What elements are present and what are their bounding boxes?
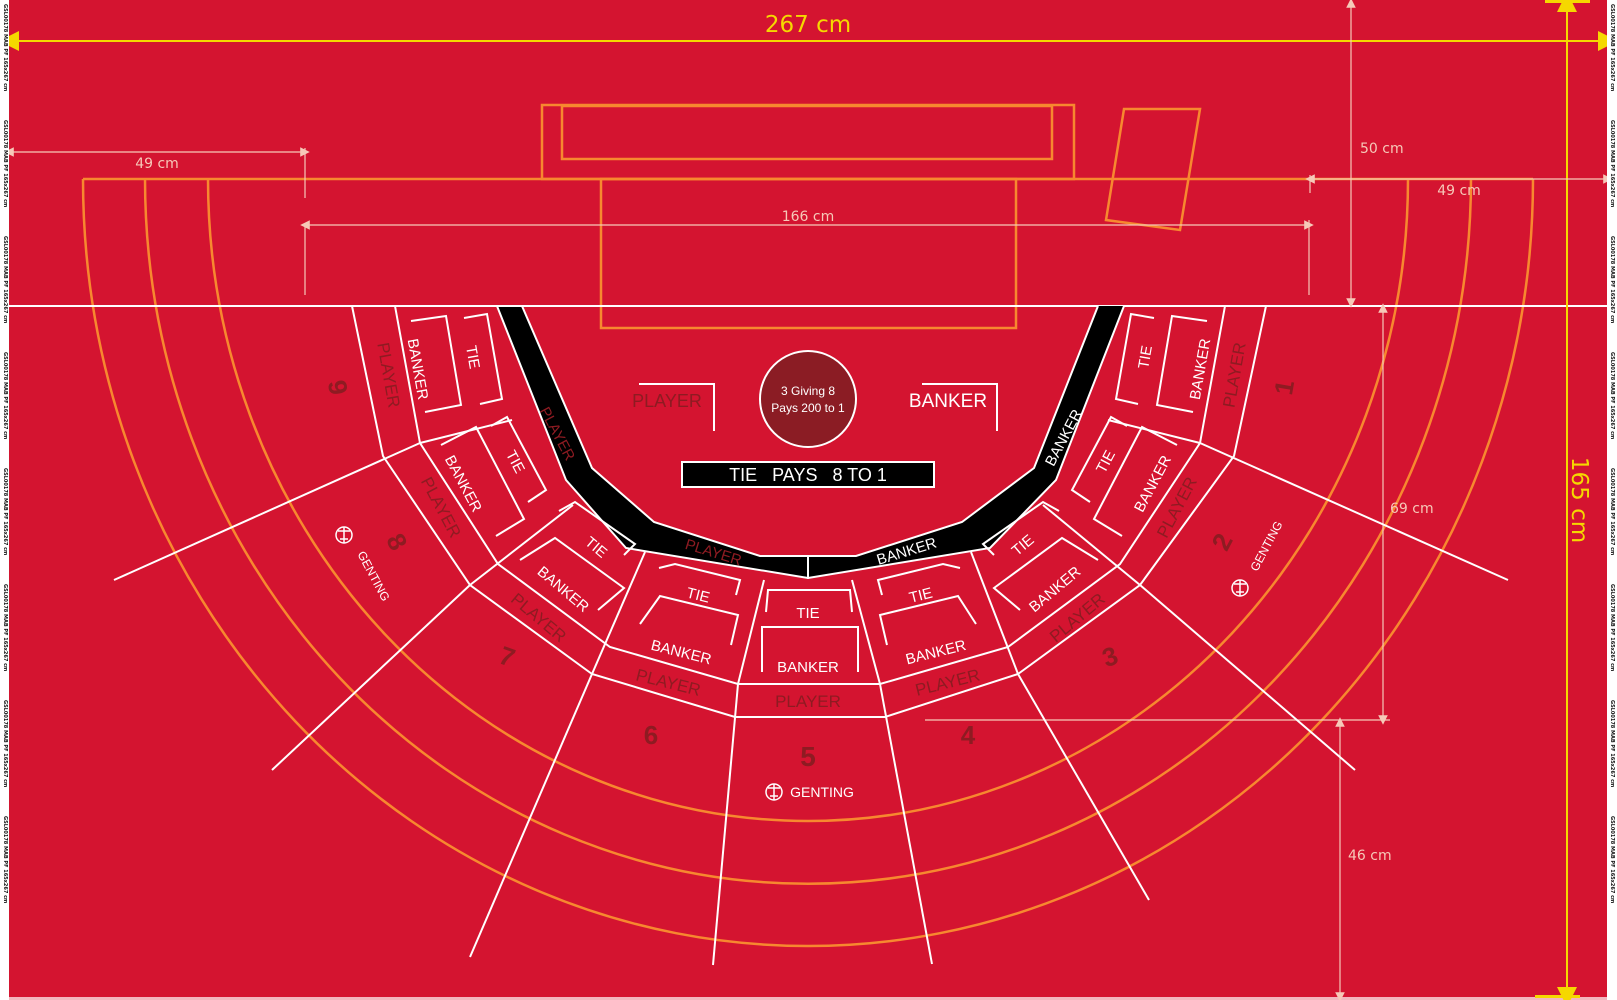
bonus-circle: [759, 350, 857, 448]
margin-label: GSL00178 MAB PF 165x267 cm: [1609, 120, 1615, 208]
seat-5-number: 5: [800, 741, 816, 772]
genting-logo-icon: [765, 783, 783, 801]
seat-6-number: 6: [644, 720, 658, 750]
seat-1-tie: TIE: [1135, 344, 1156, 370]
seat-9-number: 9: [322, 378, 354, 397]
bet-boxes: [410, 312, 1208, 672]
detail-dimensions: [4, 0, 1613, 1000]
margin-label: GSL00178 MAB PF 165x267 cm: [1609, 816, 1615, 904]
bonus-line-2: Pays 200 to 1: [771, 401, 845, 415]
top-margin-dimension-label: 50 cm: [1360, 141, 1404, 157]
margin-label: GSL00178 MAB PF 165x267 cm: [1609, 584, 1615, 672]
seat-6-tie: TIE: [685, 585, 712, 607]
margin-label: GSL00178 MAB PF 165x267 cm: [2, 700, 8, 788]
margin-label: GSL00178 MAB PF 165x267 cm: [1609, 352, 1615, 440]
margin-label: GSL00178 MAB PF 165x267 cm: [1609, 700, 1615, 788]
seat-5-banker: BANKER: [777, 659, 839, 676]
rail-outlines: [81, 103, 1535, 948]
margin-label: GSL00178 MAB PF 165x267 cm: [1609, 468, 1615, 556]
seat-5-tie: TIE: [796, 605, 819, 622]
seat-9-tie: TIE: [462, 344, 483, 370]
margin-label: GSL00178 MAB PF 165x267 cm: [2, 4, 8, 92]
center-banker-label: BANKER: [909, 391, 987, 412]
bonus-line-1: 3 Giving 8: [781, 384, 835, 398]
left-wing-dimension-label: 49 cm: [135, 156, 179, 172]
left-print-margin: GSL00178 MAB PF 165x267 cm GSL00178 MAB …: [0, 0, 9, 1000]
margin-label: GSL00178 MAB PF 165x267 cm: [2, 584, 8, 672]
tie-banner: [681, 461, 935, 488]
seat-1-number: 1: [1268, 378, 1300, 397]
inner-depth-dimension-label: 69 cm: [1390, 501, 1434, 517]
seat-5-brand: GENTING: [790, 784, 854, 800]
width-dimension-label: 267 cm: [765, 12, 851, 38]
bottom-margin-dimension-label: 46 cm: [1348, 848, 1392, 864]
margin-label: GSL00178 MAB PF 165x267 cm: [1609, 236, 1615, 324]
genting-logo-icon: [335, 526, 353, 544]
margin-label: GSL00178 MAB PF 165x267 cm: [2, 120, 8, 208]
margin-label: GSL00178 MAB PF 165x267 cm: [2, 816, 8, 904]
center-player-label: PLAYER: [632, 391, 702, 411]
right-wing-dimension-label: 49 cm: [1437, 183, 1481, 199]
margin-label: GSL00178 MAB PF 165x267 cm: [1609, 4, 1615, 92]
margin-label: GSL00178 MAB PF 165x267 cm: [2, 352, 8, 440]
seat-4-tie: TIE: [908, 585, 935, 607]
seat-5-player: PLAYER: [775, 692, 841, 711]
tie-banner-text: TIE PAYS 8 TO 1: [729, 465, 887, 485]
center-area: PLAYER BANKER 3 Giving 8 Pays 200 to 1 T…: [632, 350, 998, 488]
seat-4-number: 4: [961, 720, 976, 750]
dealer-span-dimension-label: 166 cm: [782, 209, 835, 225]
margin-label: GSL00178 MAB PF 165x267 cm: [2, 468, 8, 556]
right-print-margin: GSL00178 MAB PF 165x267 cm GSL00178 MAB …: [1607, 0, 1617, 1000]
height-dimension-label: 165 cm: [1566, 457, 1592, 543]
margin-label: GSL00178 MAB PF 165x267 cm: [2, 236, 8, 324]
genting-logo-icon: [1231, 579, 1249, 597]
